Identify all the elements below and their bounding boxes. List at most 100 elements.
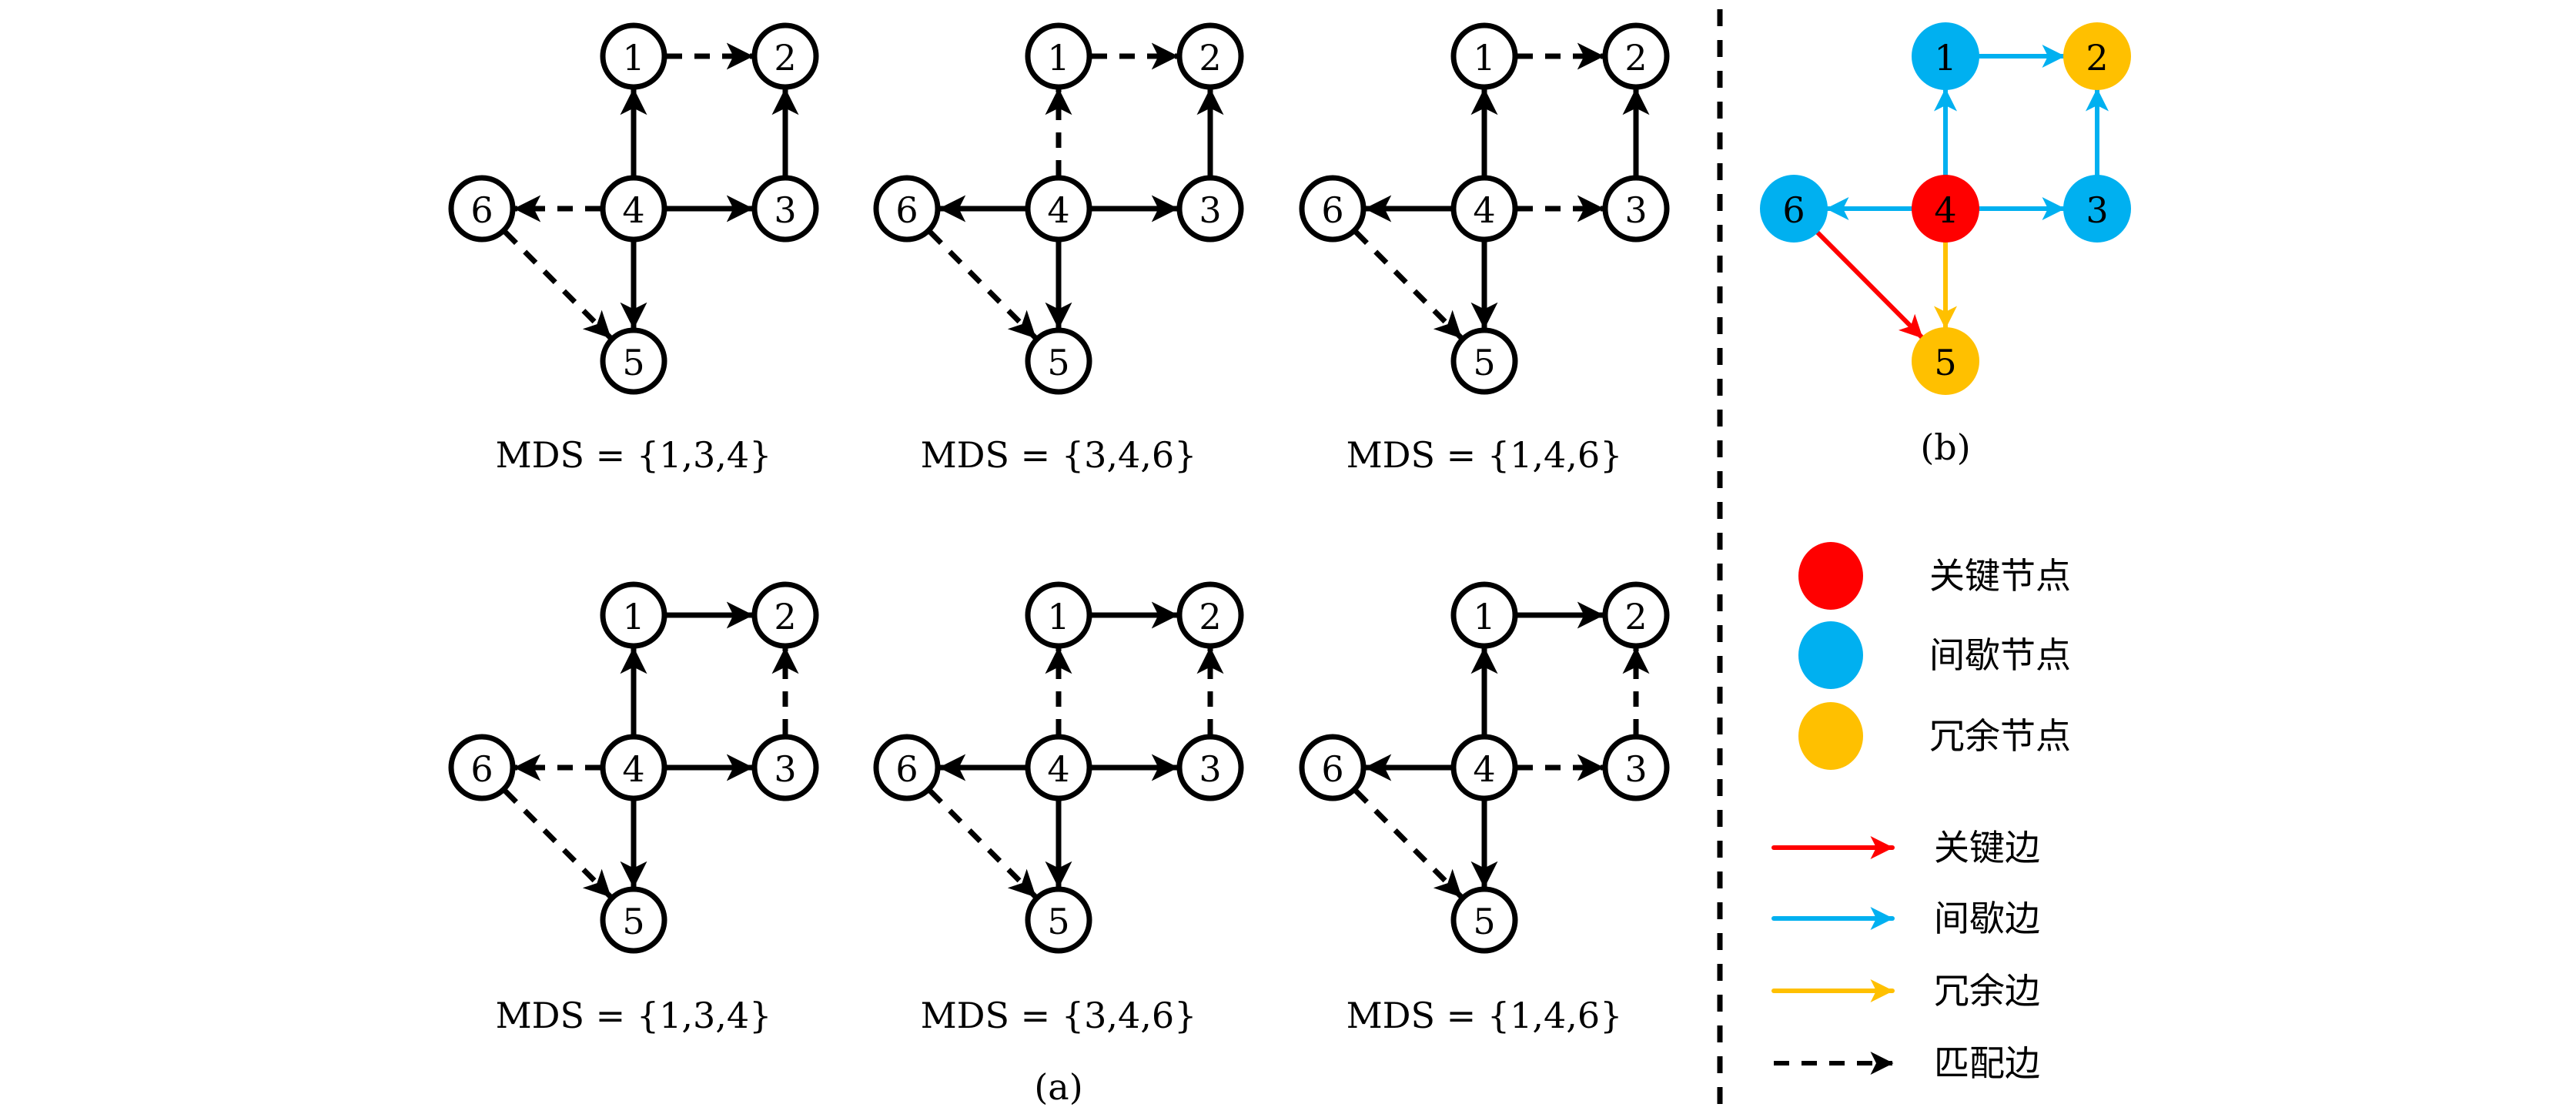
node-1 xyxy=(1025,581,1092,649)
node-2 xyxy=(1602,22,1670,90)
matching-edge-6-5 xyxy=(928,789,1038,898)
legend-item-matching-edge: 匹配边 xyxy=(1774,1042,2040,1084)
node-6 xyxy=(873,175,941,243)
node-label: 2 xyxy=(2086,37,2108,79)
node-label: 6 xyxy=(470,189,493,231)
node-label: 6 xyxy=(470,748,493,790)
node-label: 1 xyxy=(1934,37,1956,79)
node-1 xyxy=(600,22,667,90)
mds-label: MDS = {1,4,6} xyxy=(1347,995,1623,1036)
node-4 xyxy=(600,734,667,801)
node-6 xyxy=(1299,175,1367,243)
node-label: 1 xyxy=(1047,37,1069,79)
mds-label: MDS = {3,4,6} xyxy=(921,995,1197,1036)
node-label: 2 xyxy=(774,596,796,637)
legend-item-critical-node: 关键节点 xyxy=(1798,542,2071,610)
node-label: 5 xyxy=(1473,342,1495,383)
node-5 xyxy=(1025,886,1092,954)
node-1 xyxy=(1450,581,1518,649)
node-label: 5 xyxy=(1047,901,1069,942)
intermittent-node-1 xyxy=(1912,22,1979,90)
node-4 xyxy=(1450,734,1518,801)
node-label: 3 xyxy=(2086,189,2108,231)
node-5 xyxy=(600,886,667,954)
node-3 xyxy=(751,175,819,243)
node-label: 3 xyxy=(1624,189,1647,231)
node-label: 4 xyxy=(1047,748,1069,790)
node-2 xyxy=(1176,581,1244,649)
node-label: 2 xyxy=(774,37,796,79)
node-1 xyxy=(600,581,667,649)
node-label: 4 xyxy=(1047,189,1069,231)
node-label: 3 xyxy=(1624,748,1647,790)
node-6 xyxy=(448,175,516,243)
node-6 xyxy=(873,734,941,801)
legend-label: 关键节点 xyxy=(1929,555,2071,597)
legend-item-redundant-node: 冗余节点 xyxy=(1798,702,2071,770)
redundant-node-2 xyxy=(2063,22,2131,90)
node-label: 6 xyxy=(1321,189,1343,231)
node-3 xyxy=(1176,175,1244,243)
mds-label: MDS = {1,4,6} xyxy=(1347,434,1623,476)
node-6 xyxy=(1299,734,1367,801)
matching-edge-6-5 xyxy=(503,230,613,340)
node-4 xyxy=(1025,734,1092,801)
legend-label: 关键边 xyxy=(1934,827,2040,868)
legend-item-intermittent-node: 间歇节点 xyxy=(1798,621,2071,689)
node-2 xyxy=(751,22,819,90)
node-2 xyxy=(751,581,819,649)
node-4 xyxy=(600,175,667,243)
node-label: 4 xyxy=(622,748,644,790)
node-5 xyxy=(1450,327,1518,395)
node-6 xyxy=(448,734,516,801)
matching-edge-6-5 xyxy=(1353,789,1464,898)
panel-b: 1 2 3 4 5 6 xyxy=(1760,22,2131,395)
node-label: 3 xyxy=(774,748,796,790)
node-label: 4 xyxy=(1934,189,1956,231)
node-4 xyxy=(1025,175,1092,243)
legend-swatch xyxy=(1798,702,1863,770)
intermittent-node-6 xyxy=(1760,175,1828,243)
node-label: 3 xyxy=(1199,189,1221,231)
node-3 xyxy=(751,734,819,801)
node-label: 2 xyxy=(1624,37,1647,79)
legend-item-critical-edge: 关键边 xyxy=(1771,827,2040,868)
node-label: 5 xyxy=(1047,342,1069,383)
matching-edge-6-5 xyxy=(503,789,613,898)
node-label: 5 xyxy=(1934,342,1956,383)
node-5 xyxy=(1450,886,1518,954)
panel-a-caption: (a) xyxy=(1034,1066,1082,1108)
node-label: 1 xyxy=(1473,596,1495,637)
intermittent-node-3 xyxy=(2063,175,2131,243)
node-label: 6 xyxy=(1782,189,1805,231)
legend-label: 冗余边 xyxy=(1934,970,2040,1012)
node-label: 4 xyxy=(1473,748,1495,790)
node-label: 6 xyxy=(895,748,918,790)
legend-swatch xyxy=(1798,542,1863,610)
node-label: 3 xyxy=(774,189,796,231)
node-label: 2 xyxy=(1199,37,1221,79)
legend-item-redundant-edge: 冗余边 xyxy=(1771,970,2040,1012)
critical-edge-6-5 xyxy=(1815,230,1924,340)
node-3 xyxy=(1176,734,1244,801)
critical-node-4 xyxy=(1912,175,1979,243)
node-label: 6 xyxy=(1321,748,1343,790)
mds-label: MDS = {1,3,4} xyxy=(496,995,772,1036)
redundant-node-5 xyxy=(1912,327,1979,395)
node-label: 3 xyxy=(1199,748,1221,790)
node-4 xyxy=(1450,175,1518,243)
node-label: 6 xyxy=(895,189,918,231)
node-label: 1 xyxy=(1047,596,1069,637)
matching-edge-6-5 xyxy=(1353,230,1464,340)
legend-label: 间歇节点 xyxy=(1929,634,2071,676)
node-2 xyxy=(1176,22,1244,90)
node-label: 2 xyxy=(1199,596,1221,637)
